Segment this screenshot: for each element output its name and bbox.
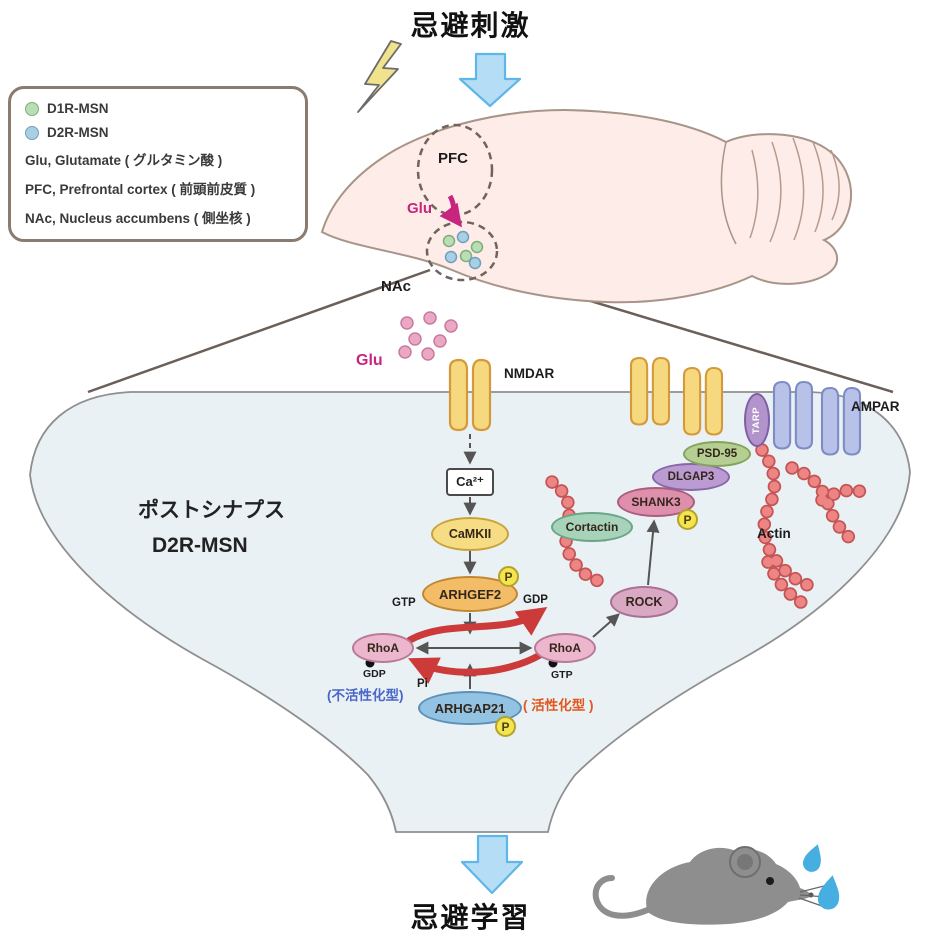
legend-box: D1R-MSN D2R-MSN Glu, Glutamate ( グルタミン酸 … <box>8 86 308 242</box>
mouse-illustration <box>592 846 827 925</box>
tarp-label: TARP <box>751 406 763 434</box>
node-dlgap3: DLGAP3 <box>652 463 730 491</box>
down-arrow-top-icon <box>458 52 522 108</box>
phospho-badge-arhgap21: P <box>495 716 516 737</box>
zoom-line-left <box>87 268 431 394</box>
glu-brain-label: Glu <box>407 200 432 217</box>
legend-nac-label: NAc, Nucleus accumbens ( 側坐核 ) <box>25 211 251 226</box>
brain-illustration <box>320 108 852 304</box>
node-shank3: SHANK3 <box>617 487 695 517</box>
d1r-msn-dot-icon <box>25 101 39 116</box>
node-cortactin: Cortactin <box>551 512 633 542</box>
pfc-label: PFC <box>438 150 468 167</box>
compartment-label-1: ポストシナプス <box>138 499 285 522</box>
node-psd95: PSD-95 <box>683 441 751 467</box>
gtp-state-label: GTP <box>551 669 573 681</box>
legend-item-nac: NAc, Nucleus accumbens ( 側坐核 ) <box>25 207 291 227</box>
gap-reaction-arrow <box>408 651 544 685</box>
actin-label: Actin <box>757 526 791 541</box>
node-camkii: CaMKII <box>431 517 509 551</box>
pi-label: Pi <box>417 678 428 690</box>
sweat-drops-icon <box>802 844 840 910</box>
page-title: 忌避刺激 <box>410 10 531 41</box>
gdp-state-label: GDP <box>363 668 386 680</box>
pathway-arrows <box>415 434 660 689</box>
phospho-badge-arhgef2: P <box>498 566 519 587</box>
node-ca: Ca²⁺ <box>446 468 494 496</box>
legend-d1r-label: D1R-MSN <box>47 101 109 116</box>
nmdar-label: NMDAR <box>504 366 555 381</box>
legend-glu-label: Glu, Glutamate ( グルタミン酸 ) <box>25 153 223 168</box>
glu-spine-label: Glu <box>356 352 383 369</box>
legend-item-d2r: D2R-MSN <box>25 125 291 140</box>
node-tarp: TARP <box>744 393 770 447</box>
mouse-eye <box>766 877 774 885</box>
spine-shape <box>29 391 911 833</box>
legend-item-d1r: D1R-MSN <box>25 101 291 116</box>
node-rhoa-inactive: RhoA <box>352 633 414 663</box>
node-rhoa-active: RhoA <box>534 633 596 663</box>
inactive-state-label: (不活性化型) <box>327 688 404 703</box>
nac-label: NAc <box>381 278 412 295</box>
msn-dots <box>442 230 484 270</box>
ampar-label: AMPAR <box>851 399 900 414</box>
node-rock: ROCK <box>610 586 678 618</box>
cerebellum-ridges <box>749 137 840 243</box>
glutamate-dots <box>398 311 458 361</box>
phospho-badge-shank3: P <box>677 509 698 530</box>
glu-projection-arrow <box>439 194 463 228</box>
compartment-label-2: D2R-MSN <box>152 534 248 557</box>
legend-pfc-label: PFC, Prefrontal cortex ( 前頭前皮質 ) <box>25 182 256 197</box>
down-arrow-bottom-icon <box>460 834 524 895</box>
lightning-icon <box>357 40 402 113</box>
legend-item-glu: Glu, Glutamate ( グルタミン酸 ) <box>25 149 291 169</box>
gtp-in-label: GTP <box>392 597 416 609</box>
active-state-label: ( 活性化型 ) <box>523 698 594 713</box>
legend-item-pfc: PFC, Prefrontal cortex ( 前頭前皮質 ) <box>25 178 291 198</box>
d2r-msn-dot-icon <box>25 125 39 140</box>
outcome-title: 忌避学習 <box>410 902 531 933</box>
gdp-out-label: GDP <box>523 594 548 606</box>
gef-reaction-arrow <box>406 607 548 644</box>
legend-d2r-label: D2R-MSN <box>47 125 109 140</box>
